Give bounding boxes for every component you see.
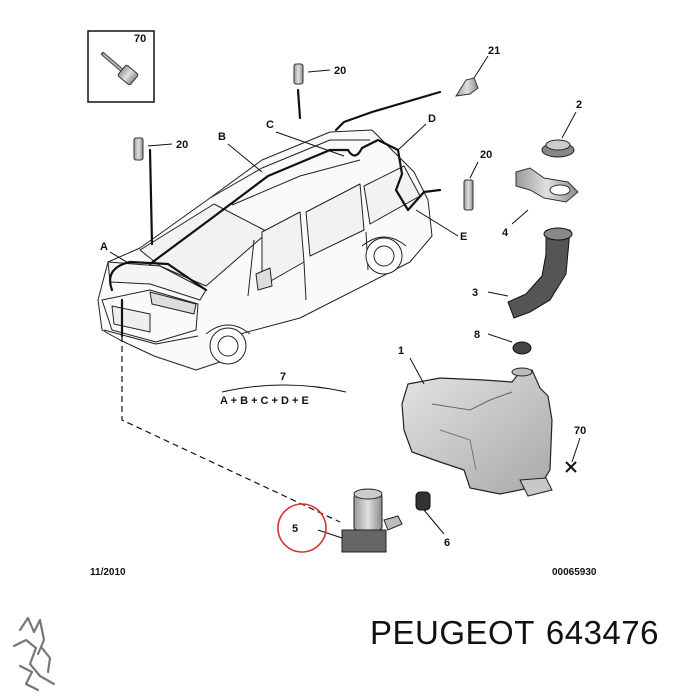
hose-label-b: B <box>218 131 226 143</box>
pump-callout: 5 <box>292 523 298 535</box>
washer-tank-icon <box>401 357 553 497</box>
washer-jet-icon <box>455 55 489 97</box>
pipe-callout: 3 <box>472 287 478 299</box>
nozzle-left-callout: 20 <box>176 139 188 151</box>
pump-seal-icon <box>415 491 445 535</box>
cap-callout: 2 <box>576 99 582 111</box>
peugeot-lion-logo <box>12 616 56 692</box>
jet-callout: 21 <box>488 45 500 57</box>
hose-set-formula: 7 A + B + C + D + E <box>220 371 347 407</box>
bolt-detail-box: 70 <box>87 30 155 103</box>
washer-hoses <box>109 88 442 338</box>
brand-name: PEUGEOT <box>370 614 535 651</box>
diagram-code: 00065930 <box>552 567 597 578</box>
hose-letter-labels: A B C D E <box>100 113 467 265</box>
brand-part-number: PEUGEOT 643476 <box>370 614 670 652</box>
nozzle-top-callout: 20 <box>334 65 346 77</box>
hose-set-number: 7 <box>280 371 286 383</box>
nozzle-right-icon <box>463 161 479 211</box>
washer-pump-icon <box>317 488 403 553</box>
filler-cap-icon <box>541 111 577 158</box>
filler-bracket-icon <box>511 167 579 225</box>
tank-clip-icon <box>565 437 581 473</box>
part-number: 643476 <box>545 614 659 651</box>
hose-label-d: D <box>428 113 436 125</box>
nozzle-top-icon <box>293 63 331 85</box>
diagram-date: 11/2010 <box>90 567 126 578</box>
bolt-icon <box>101 52 139 86</box>
grommet-callout: 8 <box>474 329 480 341</box>
seal-callout: 6 <box>444 537 450 549</box>
hose-label-e: E <box>460 231 467 243</box>
hose-label-a: A <box>100 241 108 253</box>
van-illustration <box>97 129 433 371</box>
highlight-circle <box>277 503 327 553</box>
tank-callout: 1 <box>398 345 404 357</box>
bracket-callout: 4 <box>502 227 509 239</box>
hose-set-formula-text: A + B + C + D + E <box>220 395 309 407</box>
grommet-icon <box>487 333 532 355</box>
nozzle-left-icon <box>133 137 173 161</box>
bolt-callout: 70 <box>134 33 146 45</box>
clip-callout: 70 <box>574 425 586 437</box>
nozzle-right-callout: 20 <box>480 149 492 161</box>
pump-connection-dashed-line <box>121 336 341 523</box>
hose-label-c: C <box>266 119 274 131</box>
filler-pipe-icon <box>487 227 573 319</box>
